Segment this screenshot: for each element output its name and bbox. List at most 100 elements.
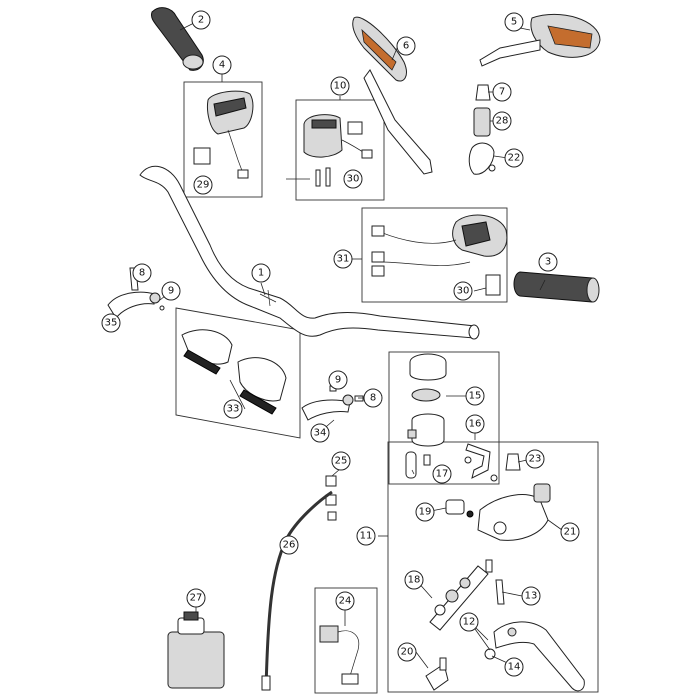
svg-text:28: 28: [496, 116, 509, 127]
svg-text:8: 8: [370, 393, 376, 404]
mirror-clamp: [468, 142, 496, 175]
master-cylinder: [477, 483, 551, 541]
group-box-31: [361, 207, 508, 303]
callout-19: 19: [415, 502, 435, 522]
callout-26: 26: [279, 535, 299, 555]
callout-24: 23: [525, 449, 545, 469]
callout-28: 28: [492, 111, 512, 131]
svg-text:22: 22: [508, 153, 521, 164]
callout-12: 12: [459, 612, 479, 632]
svg-text:27: 27: [190, 593, 203, 604]
callout-2: 2: [191, 10, 211, 30]
svg-text:17: 17: [436, 469, 449, 480]
callout-13: 13: [521, 586, 541, 606]
callout-8-right: 8: [363, 388, 383, 408]
handguard-left: [181, 329, 233, 375]
callout-22: 22: [504, 148, 524, 168]
group-box-11: [387, 441, 599, 693]
callout-31: 31: [333, 249, 353, 269]
svg-text:21: 21: [564, 527, 577, 538]
callout-18: 18: [404, 570, 424, 590]
svg-text:13: 13: [525, 591, 538, 602]
callout-11: 11: [356, 526, 376, 546]
callout-16: 16: [465, 414, 485, 434]
svg-text:10: 10: [334, 81, 347, 92]
callout-23: 24: [335, 591, 355, 611]
callout-3: 3: [538, 252, 558, 272]
callout-34: 34: [310, 423, 330, 443]
svg-text:35: 35: [105, 318, 118, 329]
group-box-33: [175, 307, 301, 439]
svg-text:15: 15: [469, 391, 482, 402]
brake-bolt-24: [505, 453, 521, 471]
callout-25: 25: [331, 451, 351, 471]
group-box-23: [314, 587, 378, 694]
callout-17: 17: [432, 464, 452, 484]
callout-30-top: 30: [343, 169, 363, 189]
right-grip: [513, 271, 600, 303]
callout-30-mid: 30: [453, 281, 473, 301]
callout-21: 21: [560, 522, 580, 542]
callout-6: 6: [396, 36, 416, 56]
svg-text:24: 24: [339, 596, 352, 607]
left-grip: [151, 7, 204, 71]
brake-switch: [319, 625, 360, 685]
callout-29: 29: [193, 175, 213, 195]
callout-4: 4: [212, 55, 232, 75]
svg-text:16: 16: [469, 419, 482, 430]
svg-text:3: 3: [545, 257, 551, 268]
svg-text:14: 14: [508, 662, 521, 673]
svg-text:7: 7: [499, 87, 505, 98]
reservoir-bracket: [464, 443, 498, 482]
right-switch-harness: [371, 214, 508, 296]
callout-9-left: 9: [161, 281, 181, 301]
group-box-15: [388, 351, 500, 485]
svg-text:30: 30: [347, 174, 360, 185]
svg-text:26: 26: [283, 540, 296, 551]
svg-text:1: 1: [258, 268, 264, 279]
reservoir-body: [407, 413, 445, 447]
right-switch: [303, 114, 373, 187]
svg-text:8: 8: [139, 268, 145, 279]
svg-text:11: 11: [360, 531, 373, 542]
group-box-4: [183, 81, 263, 198]
callout-27: 27: [186, 588, 206, 608]
callout-14: 14: [504, 657, 524, 677]
svg-text:19: 19: [419, 507, 432, 518]
handguard-right: [237, 357, 287, 415]
banjo-bolts-25: [325, 475, 337, 521]
svg-text:31: 31: [337, 254, 350, 265]
reservoir-hose: [405, 451, 431, 479]
lever-bracket-right: [301, 385, 364, 421]
lever-bracket-left: [107, 267, 165, 319]
left-mirror: [352, 16, 433, 175]
banjo-fitting: [445, 499, 474, 518]
svg-text:23: 23: [529, 454, 542, 465]
svg-text:5: 5: [511, 17, 517, 28]
callout-5: 5: [504, 12, 524, 32]
svg-text:34: 34: [314, 428, 327, 439]
callout-20: 20: [397, 642, 417, 662]
svg-text:9: 9: [168, 286, 174, 297]
callout-10: 10: [330, 76, 350, 96]
svg-text:25: 25: [335, 456, 348, 467]
callout-7: 7: [492, 82, 512, 102]
svg-text:18: 18: [408, 575, 421, 586]
mirror-adapter: [473, 107, 491, 137]
adjuster-bolt-13: [495, 579, 505, 605]
svg-text:29: 29: [197, 180, 210, 191]
svg-text:33: 33: [227, 404, 240, 415]
callout-15: 15: [465, 386, 485, 406]
svg-text:6: 6: [403, 41, 409, 52]
svg-text:2: 2: [198, 15, 204, 26]
brake-lever: [484, 621, 585, 692]
brake-line: [261, 490, 333, 691]
brake-fluid-bottle: [167, 611, 225, 689]
mirror-nut: [475, 84, 491, 101]
piston-kit: [429, 559, 493, 631]
left-switch: [193, 90, 254, 179]
callout-35: 35: [101, 313, 121, 333]
handlebar: [139, 165, 480, 340]
svg-text:9: 9: [335, 375, 341, 386]
